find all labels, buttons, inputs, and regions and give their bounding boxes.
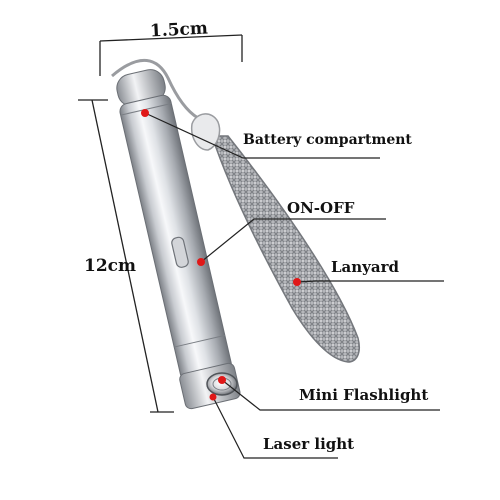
width-dimension xyxy=(99,34,243,76)
leader-lanyard xyxy=(296,280,444,283)
flashlight-body xyxy=(116,69,241,410)
length-dimension-label: 12cm xyxy=(84,256,136,276)
marker-switch xyxy=(197,258,205,266)
marker-dots xyxy=(141,109,301,401)
width-dimension-label: 1.5cm xyxy=(149,18,209,42)
width-dimension-line xyxy=(99,34,243,42)
switch-slot xyxy=(171,236,189,268)
marker-flashlight xyxy=(218,376,226,384)
lanyard-label: Lanyard xyxy=(331,258,399,276)
leader-switch xyxy=(200,218,386,263)
marker-lanyard xyxy=(293,278,301,286)
on-off-label: ON-OFF xyxy=(287,199,355,217)
laser-light-label: Laser light xyxy=(263,435,355,453)
leader-flashlight xyxy=(221,379,440,411)
barrel-seam-bottom xyxy=(174,334,225,348)
lanyard-cord xyxy=(111,58,199,120)
mini-flashlight-label: Mini Flashlight xyxy=(299,386,429,404)
lanyard xyxy=(111,58,360,363)
length-dimension-line xyxy=(91,99,159,413)
length-dimension xyxy=(78,99,174,413)
marker-laser xyxy=(209,393,217,401)
lanyard-clip xyxy=(190,113,221,151)
marker-battery xyxy=(141,109,149,117)
leader-lines xyxy=(144,112,444,459)
battery-compartment-label: Battery compartment xyxy=(243,132,412,148)
leader-battery xyxy=(144,112,380,159)
leader-laser xyxy=(212,396,338,459)
lanyard-strap xyxy=(210,135,360,363)
